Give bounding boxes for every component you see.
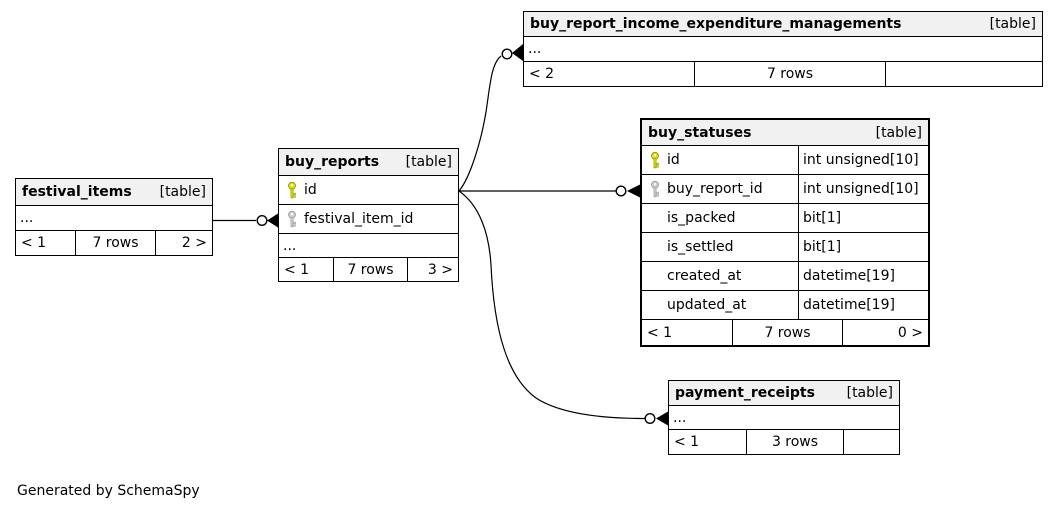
table-node-festival-items[interactable]: festival_items [table] ... < 1 7 rows 2 … (15, 178, 213, 256)
edge-odot (644, 413, 656, 425)
table-header[interactable]: buy_statuses [table] (642, 120, 928, 146)
table-name[interactable]: festival_items (22, 184, 132, 200)
edge-buy-reports-to-income-expenditure (458, 55, 502, 192)
footer-children: 0 > (897, 324, 923, 341)
table-footer: < 1 3 rows (669, 430, 899, 454)
column-type-cell: int unsigned[10] (798, 175, 928, 203)
collapsed-columns-row: ... (16, 206, 212, 231)
ellipsis-label: ... (283, 237, 297, 254)
table-node-buy-report-income-expenditure-managements[interactable]: buy_report_income_expenditure_management… (523, 11, 1043, 87)
footer-children (844, 430, 899, 454)
table-node-buy-reports[interactable]: buy_reports [table] id (278, 148, 459, 282)
column-name-cell: created_at (642, 262, 798, 290)
table-name[interactable]: buy_statuses (648, 124, 752, 141)
column-name: festival_item_id (304, 211, 414, 227)
column-row: id int unsigned[10] (642, 146, 928, 175)
column-type-cell: int unsigned[10] (798, 146, 928, 174)
table-type-badge: [table] (846, 385, 893, 401)
footer-row-count: 3 rows (746, 430, 844, 454)
footer-parents: < 1 (647, 324, 673, 341)
column-row: festival_item_id (279, 205, 458, 234)
footer-parents: < 2 (529, 66, 555, 82)
edge-odot (501, 48, 513, 60)
ellipsis-label: ... (20, 210, 34, 226)
column-name-cell: buy_report_id (642, 175, 798, 203)
table-node-buy-statuses[interactable]: buy_statuses [table] id int unsigned[10] (640, 118, 930, 347)
table-name[interactable]: buy_report_income_expenditure_management… (530, 16, 902, 32)
table-type-badge: [table] (875, 124, 922, 141)
generator-note: Generated by SchemaSpy (17, 483, 200, 499)
column-type-cell: datetime[19] (798, 262, 928, 290)
ellipsis-label: ... (673, 409, 687, 426)
footer-parents: < 1 (284, 261, 310, 278)
table-header[interactable]: festival_items [table] (16, 179, 212, 206)
footer-children (886, 62, 1042, 86)
column-name: created_at (667, 268, 742, 284)
foreign-key-icon (651, 180, 659, 198)
column-row: updated_at datetime[19] (642, 291, 928, 320)
column-type-cell: datetime[19] (798, 291, 928, 319)
table-type-badge: [table] (405, 154, 452, 170)
column-name-cell: updated_at (642, 291, 798, 319)
primary-key-icon (651, 151, 659, 169)
column-name-cell: id (279, 176, 458, 204)
column-row: is_packed bit[1] (642, 204, 928, 233)
edge-buy-reports-to-payment-receipts (458, 190, 646, 420)
column-name: is_settled (667, 239, 734, 255)
foreign-key-icon (288, 210, 296, 228)
column-row: id (279, 176, 458, 205)
table-footer: < 1 7 rows 3 > (279, 258, 458, 281)
column-name: updated_at (667, 297, 747, 313)
primary-key-icon (288, 181, 296, 199)
edge-odot (615, 185, 627, 197)
edge-arrowhead (267, 213, 278, 228)
table-name[interactable]: buy_reports (285, 154, 380, 170)
footer-row-count: 7 rows (694, 62, 886, 86)
edge-odot (256, 214, 268, 226)
footer-row-count: 7 rows (75, 231, 156, 255)
edge-arrowhead (627, 184, 640, 198)
table-name[interactable]: payment_receipts (675, 385, 815, 401)
table-footer: < 2 7 rows (524, 62, 1042, 86)
table-header[interactable]: buy_report_income_expenditure_management… (524, 12, 1042, 37)
edge-arrowhead (656, 411, 668, 426)
table-type-badge: [table] (159, 184, 206, 200)
table-footer: < 1 7 rows 2 > (16, 231, 212, 255)
footer-parents: < 1 (21, 235, 47, 251)
table-header[interactable]: buy_reports [table] (279, 149, 458, 176)
ellipsis-label: ... (528, 41, 542, 57)
footer-children: 3 > (427, 261, 453, 278)
column-name: is_packed (667, 210, 736, 226)
collapsed-columns-row: ... (279, 234, 458, 258)
table-node-payment-receipts[interactable]: payment_receipts [table] ... < 1 3 rows (668, 380, 900, 455)
column-name: id (304, 182, 317, 198)
column-name: id (667, 152, 680, 168)
column-type-cell: bit[1] (798, 233, 928, 261)
column-row: buy_report_id int unsigned[10] (642, 175, 928, 204)
column-name-cell: festival_item_id (279, 205, 458, 233)
edge-arrowhead (512, 44, 523, 61)
collapsed-columns-row: ... (669, 406, 899, 430)
column-name-cell: is_settled (642, 233, 798, 261)
footer-row-count: 7 rows (333, 258, 408, 281)
column-type-cell: bit[1] (798, 204, 928, 232)
footer-parents: < 1 (674, 434, 700, 450)
table-footer: < 1 7 rows 0 > (642, 320, 928, 345)
column-name: buy_report_id (667, 181, 763, 197)
column-row: is_settled bit[1] (642, 233, 928, 262)
footer-children: 2 > (181, 235, 207, 251)
table-header[interactable]: payment_receipts [table] (669, 381, 899, 406)
footer-row-count: 7 rows (732, 320, 843, 345)
table-type-badge: [table] (989, 16, 1036, 32)
column-name-cell: is_packed (642, 204, 798, 232)
column-name-cell: id (642, 146, 798, 174)
collapsed-columns-row: ... (524, 37, 1042, 62)
column-row: created_at datetime[19] (642, 262, 928, 291)
